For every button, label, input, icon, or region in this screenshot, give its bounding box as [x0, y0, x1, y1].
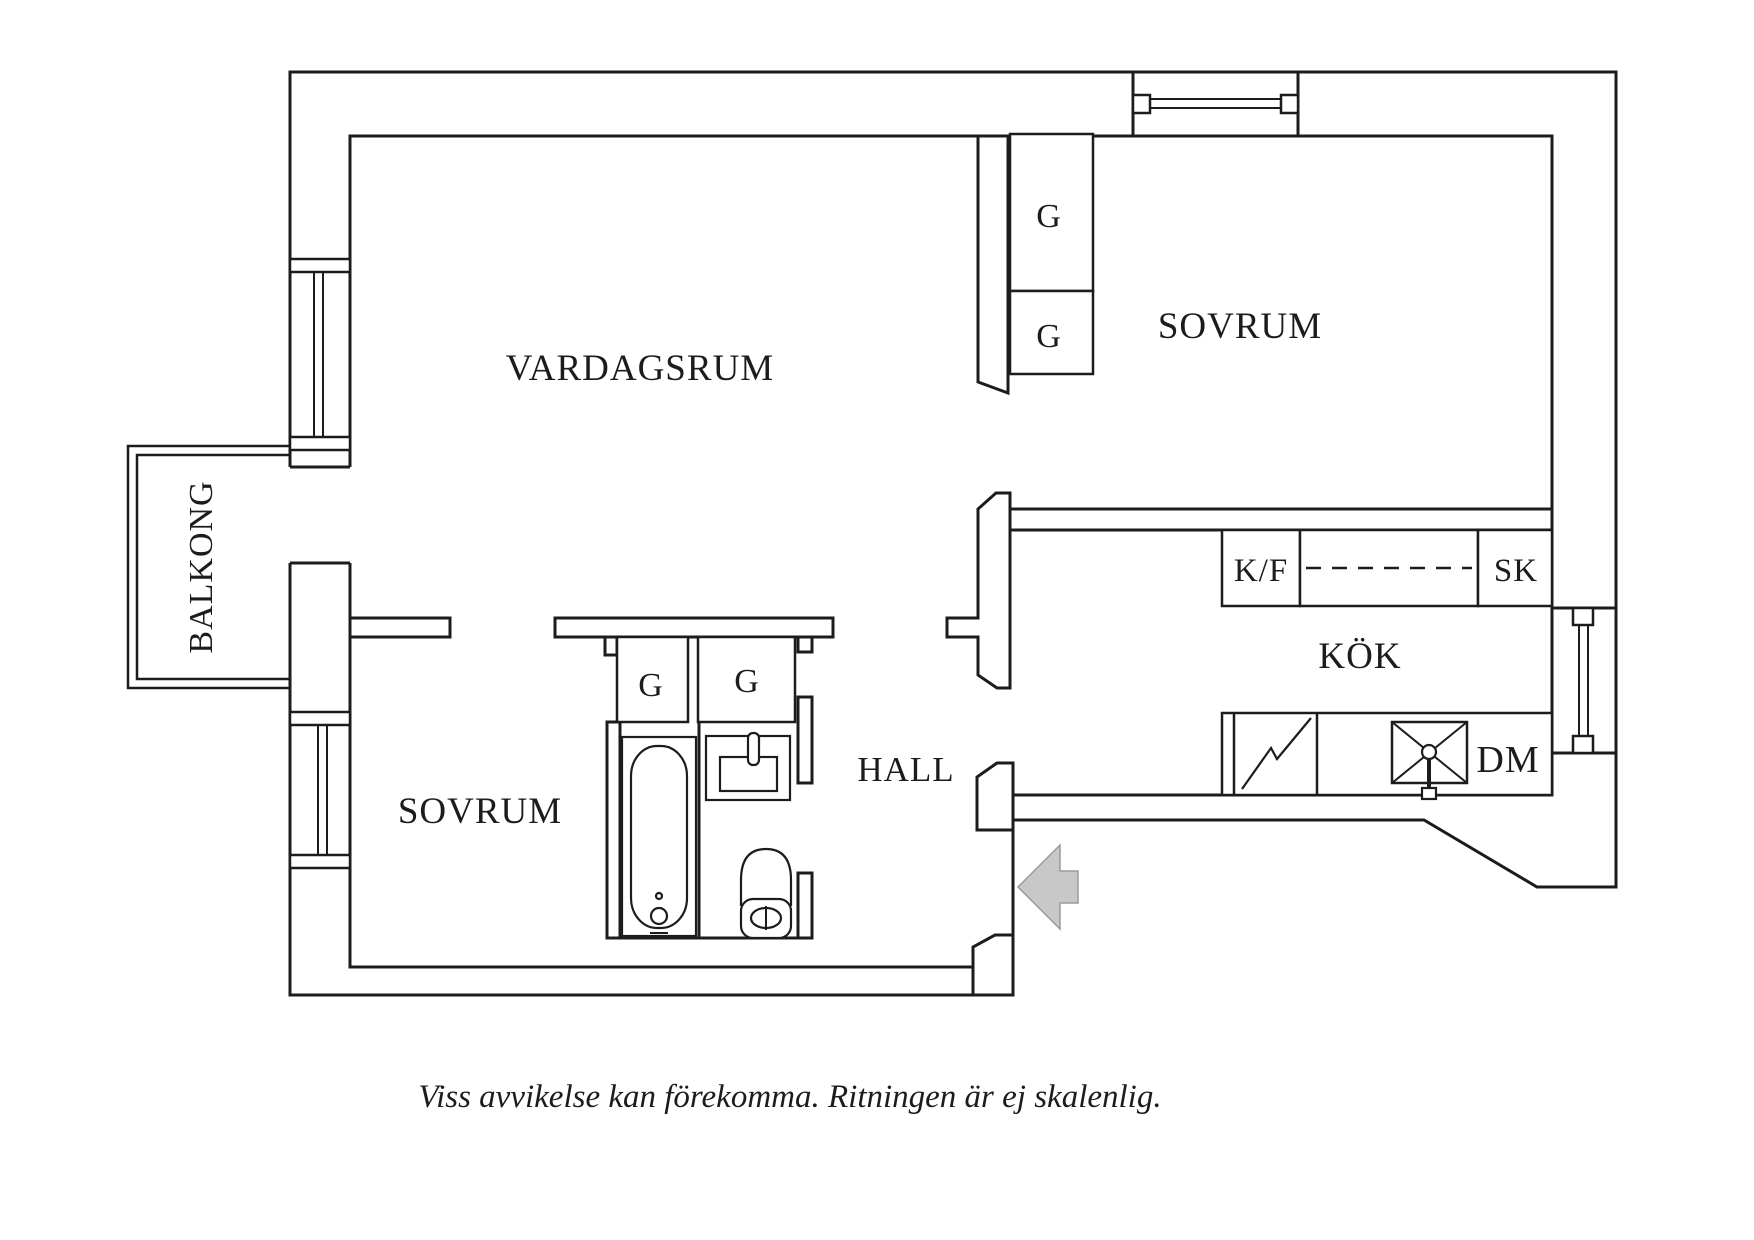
closet-label-g4: G [734, 663, 760, 700]
window-sill [288, 710, 352, 727]
wall-bathroom-right-upper [796, 695, 814, 785]
window-sill [288, 435, 352, 452]
window-left-lower [288, 710, 352, 870]
room-label-kitchen: KÖK [1318, 636, 1401, 677]
toilet-icon [739, 847, 793, 940]
closet-g3-box [615, 635, 690, 724]
kitchen-fixtures [1220, 528, 1554, 801]
window-sill [1571, 606, 1595, 627]
kitchen-sink-icon [1390, 720, 1469, 801]
unit-label-cabinet: SK [1494, 553, 1538, 589]
kitchen-counter-bottom [1220, 711, 1554, 797]
window-left-upper [288, 257, 352, 452]
balcony-door-opening [287, 465, 353, 565]
closet-g1-box [1008, 132, 1095, 293]
room-label-balcony: BALKONG [183, 480, 220, 653]
cabinet-box [1476, 528, 1554, 608]
room-label-hall: HALL [857, 750, 954, 789]
window-sill [1279, 93, 1300, 115]
window-sill [288, 853, 352, 870]
wall-entry-jamb-upper [975, 761, 1015, 832]
stove-icon [1241, 717, 1312, 790]
wall-bathroom-left [605, 720, 622, 940]
sink-faucet-base [1420, 786, 1438, 801]
window-sill [288, 257, 352, 274]
sink-drain [1420, 743, 1438, 761]
entrance-arrow-icon [1016, 843, 1079, 931]
window-top [1131, 72, 1300, 136]
balcony [126, 444, 292, 690]
bathtub-overflow [654, 891, 664, 901]
interior-walls [348, 134, 1554, 997]
unit-label-dishwasher: DM [1476, 739, 1539, 781]
wall-hall-kitchen [945, 491, 1012, 690]
closet-label-g3: G [638, 667, 664, 704]
closets [615, 132, 1095, 724]
unit-label-fridge-freezer: K/F [1234, 553, 1288, 589]
wall-bathroom-right-lower [796, 871, 814, 940]
window-sill [1571, 734, 1595, 755]
bathtub-icon [620, 735, 698, 938]
disclaimer-caption: Viss avvikelse kan förekomma. Ritningen … [418, 1079, 1161, 1115]
bathtub-inner [629, 744, 689, 930]
bathroom-fixtures [620, 731, 793, 940]
labels: VARDAGSRUM SOVRUM SOVRUM KÖK HALL BALKON… [183, 198, 1539, 1115]
room-label-bedroom-bottom: SOVRUM [398, 791, 562, 832]
wall-bathroom-right-stub [796, 635, 814, 654]
room-label-living: VARDAGSRUM [506, 348, 774, 389]
balcony-inner-rail [135, 453, 292, 681]
balcony-door-gap [287, 467, 353, 563]
closet-label-g2: G [1036, 318, 1062, 355]
wall-entry-jamb-lower [971, 933, 1015, 997]
washbasin-faucet [746, 731, 761, 767]
wall-bedroom-door-stub [348, 616, 452, 639]
window-right-kitchen [1552, 606, 1616, 755]
room-label-bedroom-top: SOVRUM [1158, 306, 1322, 347]
wall-hall-top-bar [553, 616, 835, 639]
fridge-freezer-box [1220, 528, 1302, 608]
wall-closet-stub [603, 635, 619, 657]
bathtub-drain [649, 906, 669, 926]
wall-living-bedroom [976, 134, 1010, 396]
toilet-bowl [739, 847, 793, 906]
wall-bedroom-kitchen [1008, 507, 1554, 532]
washbasin-icon [704, 731, 792, 802]
closet-g2-box [1008, 289, 1095, 376]
closet-g4-box [696, 635, 797, 724]
window-sill [1131, 93, 1152, 115]
closet-label-g1: G [1036, 198, 1062, 235]
